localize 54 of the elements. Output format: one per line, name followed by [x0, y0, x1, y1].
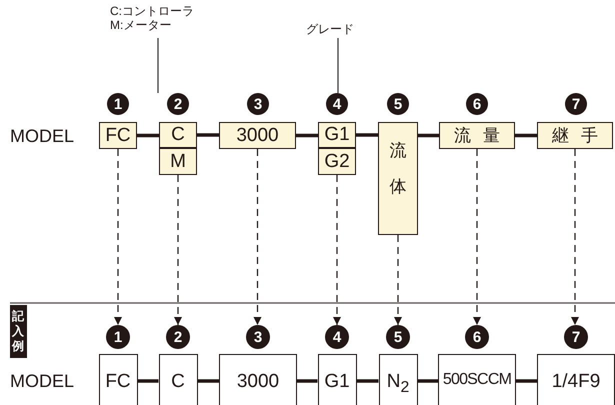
- callout-number: 5: [386, 325, 410, 349]
- callout-number: 6: [466, 93, 488, 115]
- code-box: G2: [318, 148, 356, 175]
- connector-line: [418, 379, 438, 383]
- value-box: N$_{2}$: [378, 354, 418, 405]
- arrow: [571, 149, 579, 325]
- callout-text: グレード: [306, 22, 370, 38]
- value-box: 500SCCM: [438, 354, 516, 405]
- code-box: FC: [99, 122, 137, 149]
- callout-text: C:コントローラ M:メーター: [110, 4, 206, 38]
- connector-line: [516, 379, 537, 383]
- code-box: 3000: [219, 122, 296, 149]
- callout-number: 2: [167, 93, 189, 115]
- callout-number: 2: [166, 325, 190, 349]
- callout-number: 4: [325, 325, 349, 349]
- connector-line: [418, 134, 439, 138]
- connector-line: [296, 134, 318, 138]
- connector-line: [356, 379, 378, 383]
- connector-line: [297, 379, 318, 383]
- code-box: 流体: [378, 122, 418, 235]
- callout-number: 7: [565, 93, 587, 115]
- callout-number: 5: [387, 93, 409, 115]
- example-tag: 記入例: [10, 305, 27, 358]
- arrow: [473, 149, 481, 325]
- code-box: 流量: [439, 122, 515, 149]
- arrow: [254, 149, 262, 325]
- code-box: M: [159, 148, 197, 175]
- callout-number: 6: [465, 325, 489, 349]
- connector-line: [138, 379, 158, 383]
- value-box: FC: [98, 354, 138, 405]
- arrow: [174, 175, 182, 325]
- connector-line: [515, 134, 537, 138]
- model-label: MODEL: [10, 126, 74, 147]
- arrow: [114, 149, 122, 325]
- value-box: 3000: [219, 354, 297, 405]
- connector-line: [137, 134, 159, 138]
- code-box: 継手: [537, 122, 613, 149]
- model-label: MODEL: [10, 371, 74, 392]
- connector-line: [198, 379, 219, 383]
- callout-number: 3: [247, 93, 269, 115]
- value-box: 1/4F9: [537, 354, 615, 405]
- callout-number: 4: [326, 93, 348, 115]
- connector-line: [197, 133, 219, 137]
- code-box: C: [159, 122, 197, 148]
- callout-number: 3: [246, 325, 270, 349]
- value-box: C: [158, 354, 198, 405]
- callout-number: 1: [107, 93, 129, 115]
- arrow: [333, 175, 341, 325]
- connector-line: [356, 133, 378, 137]
- value-box: G1: [318, 354, 356, 405]
- callout-number: 7: [564, 325, 588, 349]
- code-box: G1: [318, 122, 356, 148]
- arrow: [394, 235, 402, 325]
- callout-number: 1: [106, 325, 130, 349]
